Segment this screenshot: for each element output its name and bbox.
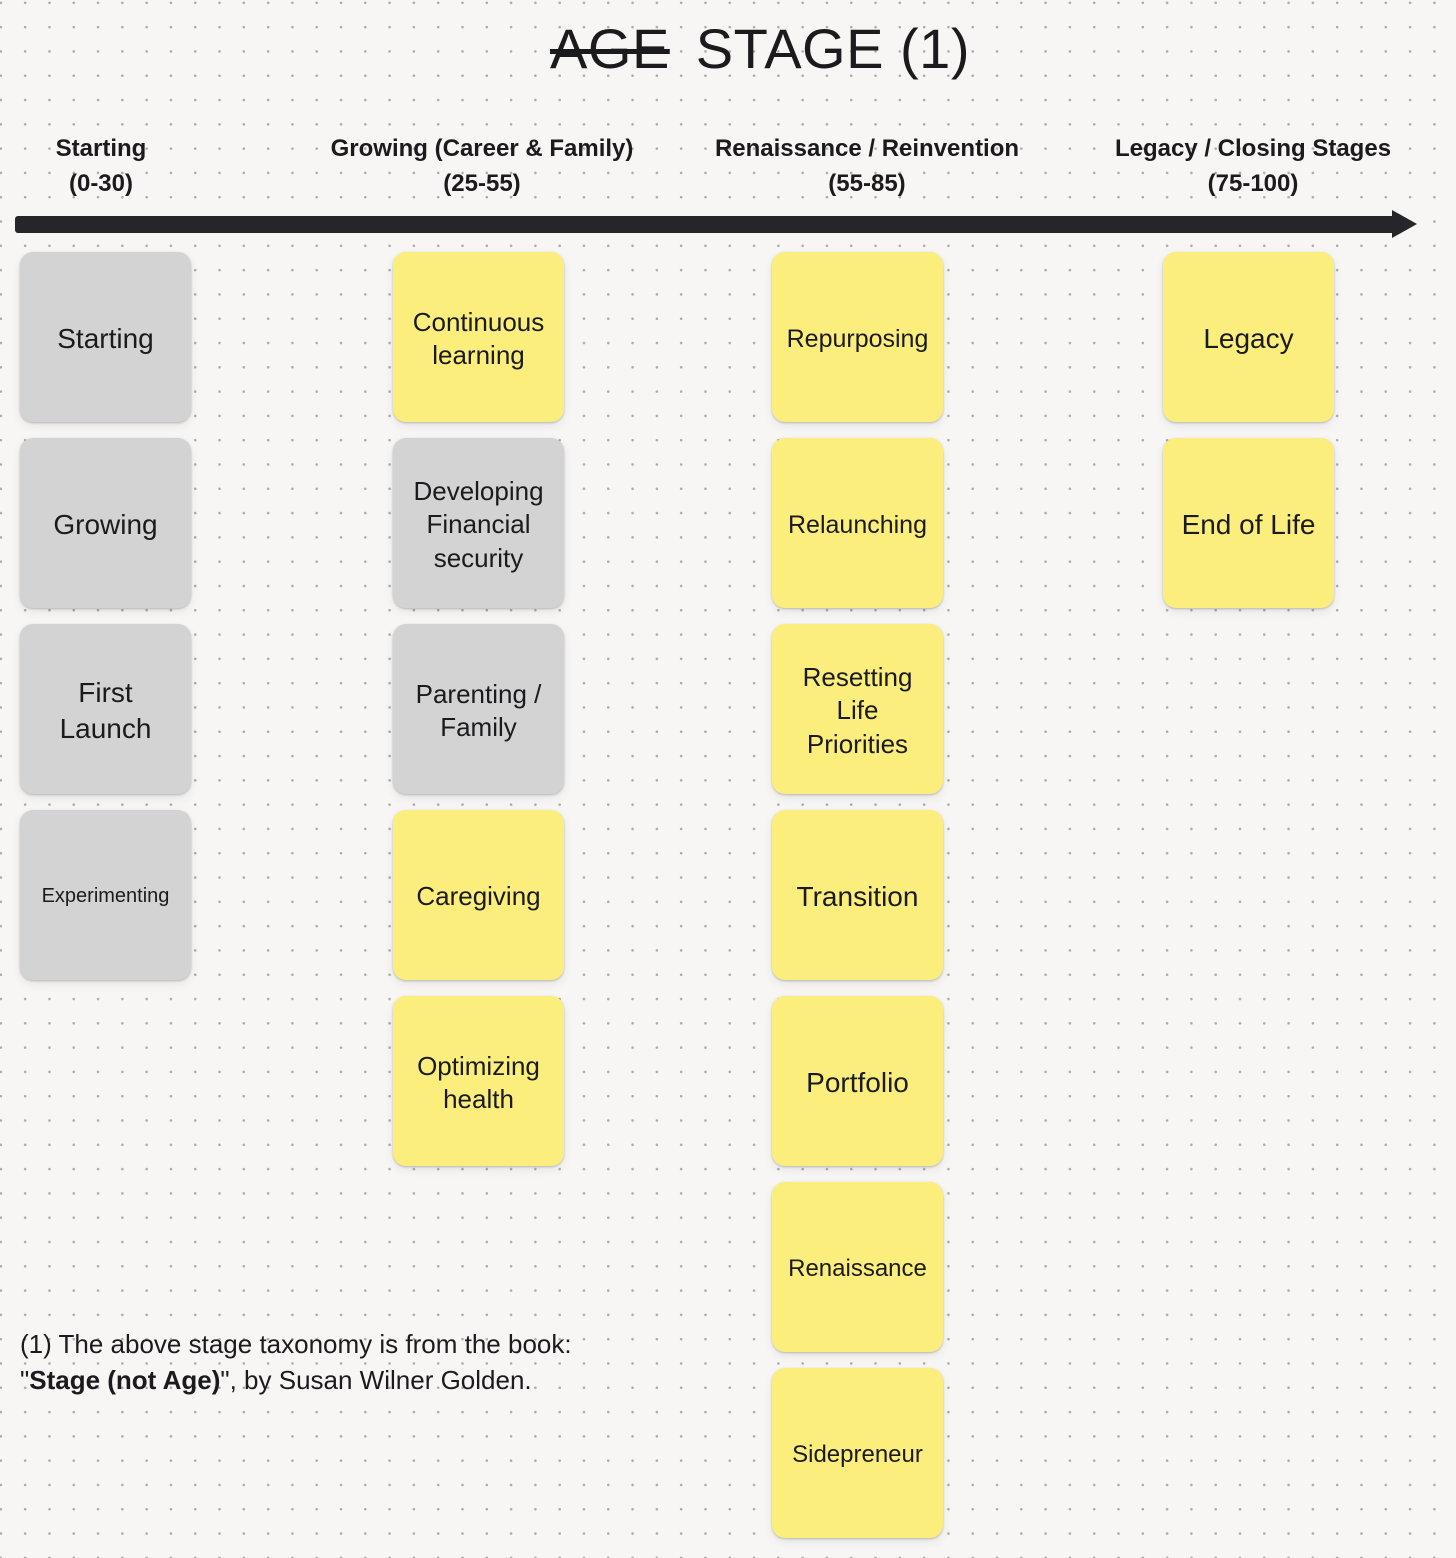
sticky-note-text: Relaunching: [788, 511, 927, 539]
sticky-note-sidepreneur[interactable]: Sidepreneur: [772, 1368, 943, 1538]
timeline-arrow: [15, 216, 1395, 233]
sticky-note-text: Legacy: [1203, 323, 1294, 355]
sticky-note-starting[interactable]: Starting: [20, 252, 191, 422]
footnote-quote-open: ": [20, 1365, 30, 1395]
column-starting: Starting Growing First Launch Experiment…: [20, 252, 191, 980]
sticky-note-developing-financial-security[interactable]: Developing Financial security: [393, 438, 564, 608]
sticky-note-text: Developing Financial security: [413, 476, 544, 573]
sticky-note-continuous-learning[interactable]: Continuous learning: [393, 252, 564, 422]
sticky-note-resetting-life-priorities[interactable]: Resetting Life Priorities: [772, 624, 943, 794]
sticky-note-text: Sidepreneur: [792, 1440, 923, 1468]
sticky-note-caregiving[interactable]: Caregiving: [393, 810, 564, 980]
sticky-note-portfolio[interactable]: Portfolio: [772, 996, 943, 1166]
sticky-note-text: Optimizing health: [417, 1050, 540, 1114]
sticky-note-text: Continuous learning: [412, 306, 545, 370]
sticky-note-legacy[interactable]: Legacy: [1163, 252, 1334, 422]
sticky-note-text: Renaissance: [788, 1254, 927, 1282]
column-header-range: (0-30): [68, 170, 134, 197]
column-header-range: (55-85): [828, 170, 906, 197]
column-header-range: (25-55): [443, 170, 521, 197]
sticky-note-text: Transition: [796, 881, 919, 913]
column-header-renaissance: Renaissance / Reinvention (55-85): [715, 131, 1019, 201]
sticky-note-text: Parenting / Family: [415, 678, 542, 742]
sticky-note-repurposing[interactable]: Repurposing: [772, 252, 943, 422]
sticky-note-text: Portfolio: [806, 1067, 909, 1099]
sticky-note-text: First Launch: [59, 677, 152, 744]
sticky-note-text: Starting: [57, 323, 154, 355]
column-header-starting: Starting (0-30): [56, 131, 147, 201]
column-header-growing: Growing (Career & Family) (25-55): [331, 131, 634, 201]
footnote: (1) The above stage taxonomy is from the…: [20, 1326, 572, 1398]
column-renaissance: Repurposing Relaunching Resetting Life P…: [772, 252, 943, 1538]
sticky-note-text: Experimenting: [41, 885, 170, 908]
column-legacy: Legacy End of Life: [1163, 252, 1334, 608]
column-growing: Continuous learning Developing Financial…: [393, 252, 564, 1166]
title-stage: STAGE (1): [695, 17, 970, 80]
column-header-legacy: Legacy / Closing Stages (75-100): [1115, 131, 1391, 201]
footnote-line2: "Stage (not Age)", by Susan Wilner Golde…: [20, 1362, 572, 1398]
sticky-note-end-of-life[interactable]: End of Life: [1163, 438, 1334, 608]
sticky-note-text: Caregiving: [416, 881, 541, 912]
column-header-label: Growing (Career & Family): [330, 135, 634, 162]
column-header-label: Legacy / Closing Stages: [1114, 135, 1392, 162]
board-title: AGE STAGE (1): [0, 16, 1456, 81]
title-age-strikethrough: AGE: [550, 17, 670, 80]
sticky-note-optimizing-health[interactable]: Optimizing health: [393, 996, 564, 1166]
sticky-note-experimenting[interactable]: Experimenting: [20, 810, 191, 980]
sticky-note-text: Resetting Life Priorities: [802, 662, 913, 759]
sticky-note-transition[interactable]: Transition: [772, 810, 943, 980]
sticky-note-text: Repurposing: [786, 325, 929, 353]
footnote-line1: (1) The above stage taxonomy is from the…: [20, 1329, 572, 1359]
column-header-range: (75-100): [1207, 170, 1299, 197]
footnote-author: ", by Susan Wilner Golden.: [220, 1365, 532, 1395]
column-header-label: Renaissance / Reinvention: [714, 135, 1020, 162]
sticky-note-relaunching[interactable]: Relaunching: [772, 438, 943, 608]
sticky-note-text: Growing: [53, 509, 158, 541]
sticky-note-growing[interactable]: Growing: [20, 438, 191, 608]
footnote-book-title: Stage (not Age): [29, 1365, 221, 1395]
sticky-note-renaissance[interactable]: Renaissance: [772, 1182, 943, 1352]
timeline-arrow-head-icon: [1392, 210, 1417, 238]
column-header-label: Starting: [55, 135, 147, 162]
sticky-note-text: End of Life: [1181, 509, 1316, 541]
sticky-note-parenting-family[interactable]: Parenting / Family: [393, 624, 564, 794]
sticky-note-first-launch[interactable]: First Launch: [20, 624, 191, 794]
